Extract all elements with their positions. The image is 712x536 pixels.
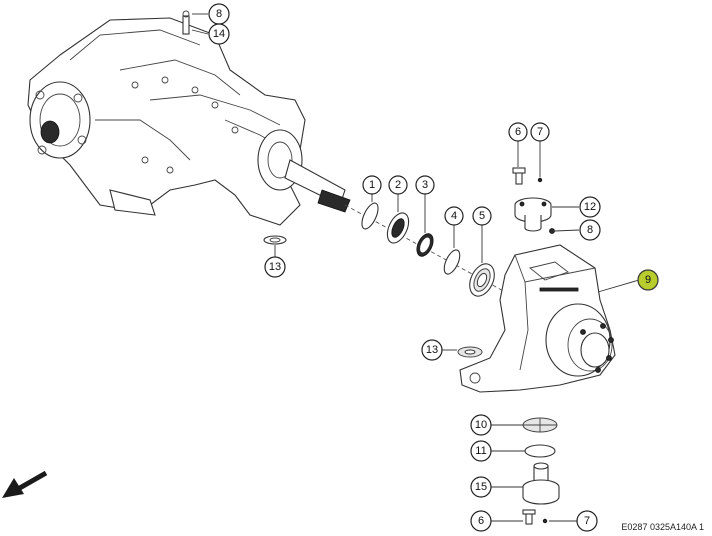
callout-6-top: 6: [508, 122, 528, 142]
callout-6-bottom: 6: [470, 510, 492, 532]
callout-1: 1: [362, 175, 382, 195]
seal-ring-part: [386, 212, 410, 244]
callout-12: 12: [579, 196, 601, 218]
callout-8-mid: 8: [579, 219, 601, 241]
svg-text:8: 8: [216, 8, 222, 20]
upper-kingpin-part: [514, 197, 552, 232]
callout-15: 15: [470, 476, 492, 498]
svg-text:11: 11: [475, 445, 486, 457]
svg-text:7: 7: [584, 515, 590, 527]
callout-5: 5: [472, 206, 492, 226]
snap-ring-part: [443, 249, 461, 275]
svg-text:6: 6: [478, 515, 484, 527]
callout-4: 4: [444, 206, 464, 226]
svg-text:5: 5: [479, 210, 485, 222]
callout-10: 10: [470, 414, 492, 436]
svg-text:4: 4: [451, 210, 457, 222]
svg-text:2: 2: [395, 179, 401, 191]
leader-lines: [191, 13, 640, 522]
axle-housing-assembly: [27, 10, 351, 226]
svg-text:13: 13: [426, 344, 438, 356]
svg-text:9: 9: [645, 274, 651, 286]
svg-text:14: 14: [213, 28, 225, 40]
callout-14: 14: [208, 23, 230, 45]
callout-13-left: 13: [264, 256, 286, 278]
bolt-part: [515, 171, 523, 185]
svg-text:1: 1: [369, 179, 375, 191]
o-ring-part: [361, 202, 379, 230]
callout-8-top: 8: [208, 3, 230, 25]
spacer-ring-part: [416, 233, 434, 257]
svg-text:6: 6: [515, 126, 521, 138]
washer-part: [263, 235, 287, 245]
svg-text:10: 10: [475, 419, 487, 431]
callout-11: 11: [470, 440, 492, 462]
arrow-down-left-icon: [2, 470, 48, 498]
callout-3: 3: [415, 175, 435, 195]
lower-kingpin-part: [522, 462, 560, 505]
shim-plate-part: [522, 417, 558, 433]
callout-13-mid: 13: [421, 339, 443, 361]
bearing-part: [469, 263, 495, 297]
reference-code: E0287 0325A140A 1: [621, 522, 704, 532]
assembly-axis-line: [344, 204, 521, 301]
svg-text:3: 3: [422, 179, 428, 191]
svg-text:12: 12: [584, 201, 596, 213]
steering-knuckle-part: [459, 244, 616, 393]
svg-text:15: 15: [475, 481, 487, 493]
svg-text:13: 13: [269, 261, 281, 273]
seal-ring-lower-part: [524, 444, 556, 458]
callout-2: 2: [388, 175, 408, 195]
callout-7-bottom: 7: [576, 510, 598, 532]
svg-text:8: 8: [587, 224, 593, 236]
svg-text:7: 7: [537, 126, 543, 138]
callout-7-top: 7: [530, 122, 550, 142]
callout-9-highlighted: 9: [637, 269, 659, 291]
